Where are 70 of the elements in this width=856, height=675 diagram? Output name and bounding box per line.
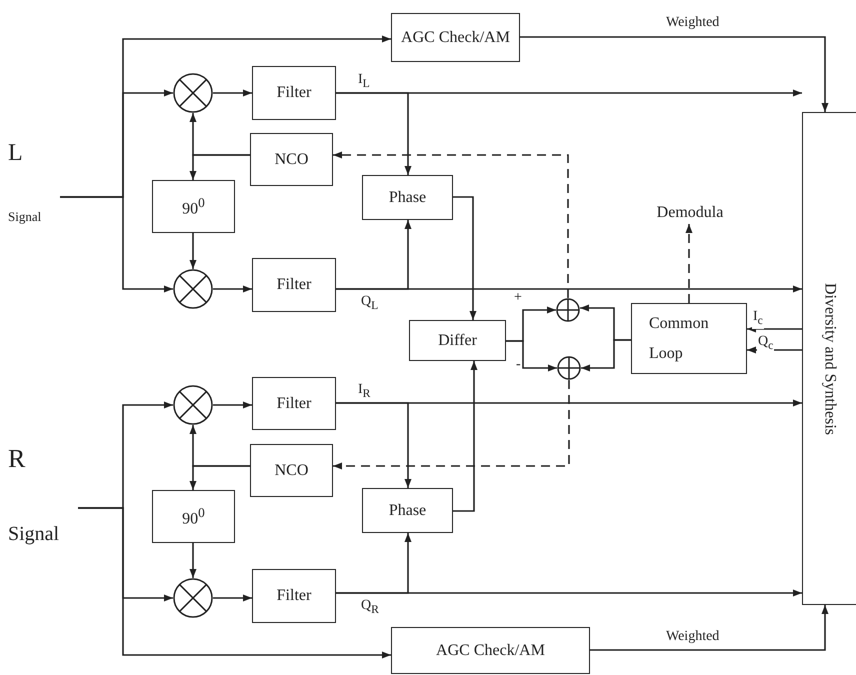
arrow	[336, 533, 412, 594]
block-label: Phase	[388, 502, 426, 520]
input-label: R	[8, 445, 26, 474]
block-label: AGC Check/AM	[436, 642, 545, 660]
process-box	[250, 444, 333, 497]
mixer-symbol	[173, 385, 213, 425]
arrow	[213, 90, 252, 96]
block-label: NCO	[274, 150, 308, 168]
arrow	[213, 402, 252, 408]
dashed-arrow	[333, 152, 569, 298]
mixer-symbol	[173, 578, 213, 618]
arrow	[747, 346, 802, 354]
edge-label: Q$_{c}$	[757, 334, 774, 354]
arrow	[506, 340, 557, 372]
arrow	[747, 326, 802, 332]
process-box	[391, 13, 520, 62]
arrow	[453, 361, 478, 512]
block-label: Filter	[276, 84, 312, 102]
process-box	[631, 303, 747, 374]
arrow	[213, 594, 252, 602]
edge-label: Weighted	[665, 15, 720, 31]
arrow	[190, 154, 250, 180]
arrow	[190, 543, 196, 578]
block-label: Filter	[276, 276, 312, 294]
mixer-symbol	[173, 73, 213, 113]
arrow	[336, 402, 412, 488]
arrow	[213, 286, 252, 292]
block-label: Filter	[276, 587, 312, 605]
dashed-arrow	[686, 224, 692, 303]
process-box	[409, 320, 506, 361]
arrow	[336, 92, 412, 175]
summing-junction-symbol	[556, 298, 580, 322]
input-label: Signal	[8, 210, 42, 224]
block-label: Phase	[388, 188, 426, 206]
block-label: Differ	[438, 332, 477, 350]
block-label: Common Loop	[649, 314, 710, 364]
arrow	[453, 196, 476, 320]
arrow	[60, 196, 173, 292]
input-label: L	[8, 140, 23, 166]
block-label: Diversity and Synthesis	[820, 282, 838, 434]
process-box	[252, 377, 336, 430]
block-label: 90$^{0}$	[182, 194, 205, 218]
block-label: NCO	[274, 462, 308, 480]
arrow	[336, 220, 412, 290]
arrow	[590, 605, 828, 651]
arrow	[78, 507, 391, 658]
edge-label: I$_{c}$	[752, 309, 764, 329]
process-box	[252, 569, 336, 623]
process-box	[152, 180, 235, 233]
mixer-symbol	[173, 269, 213, 309]
block-label: 90$^{0}$	[182, 504, 205, 528]
process-box	[252, 258, 336, 312]
block-label: AGC Check/AM	[401, 28, 510, 46]
process-box	[362, 488, 453, 533]
arrow	[520, 36, 828, 112]
process-box	[152, 490, 235, 543]
process-box	[362, 175, 453, 220]
arrow	[581, 339, 631, 372]
output-label: Demodula	[656, 204, 724, 222]
input-label: Signal	[8, 523, 60, 545]
process-box	[252, 66, 336, 120]
edge-label: Weighted	[665, 629, 720, 645]
summing-junction-symbol	[557, 356, 581, 380]
process-box	[802, 112, 856, 605]
process-box	[391, 627, 590, 674]
dashed-arrow	[333, 380, 570, 470]
block-label: Filter	[276, 394, 312, 412]
arrow	[190, 465, 250, 490]
process-box	[250, 133, 333, 186]
arrow	[190, 233, 196, 269]
